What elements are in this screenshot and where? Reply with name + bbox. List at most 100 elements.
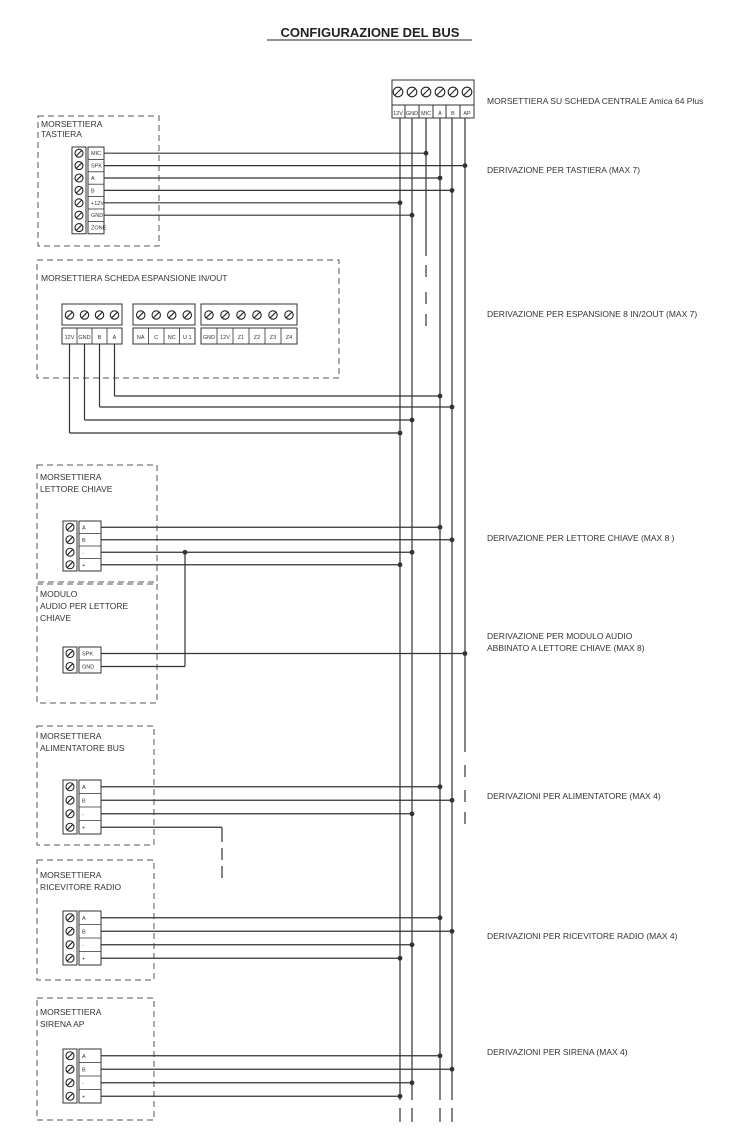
audio-title-1: MODULO	[40, 589, 78, 599]
espansione-g3-terminal-label-1: 12V	[220, 335, 230, 341]
sirena-screw-0-slot	[66, 1052, 74, 1059]
tastiera-screw-0-slot	[75, 150, 83, 157]
deriv-alimentatore: DERIVAZIONI PER ALIMENTATORE (MAX 4)	[487, 791, 661, 801]
main-screw-0-slot	[394, 88, 402, 96]
alimentatore-title-2: ALIMENTATORE BUS	[40, 743, 125, 753]
alimentatore-screw-strip	[62, 779, 78, 835]
main-terminal-label-0: 12V	[393, 111, 403, 117]
main-terminal-label-1: GND	[406, 111, 418, 117]
lettore-terminal-label-1: B	[82, 538, 86, 544]
main-terminal-label-4: B	[451, 111, 455, 117]
radio-junction-1	[449, 928, 455, 934]
audio-terminal-label-0: SPK	[82, 652, 93, 658]
tastiera-junction-0	[423, 150, 429, 156]
main-terminal-label-2: MIC	[421, 111, 431, 117]
espansione-g2-terminal-label-0: NA	[137, 335, 145, 341]
terminal-block-sirena: AB-+	[62, 1048, 102, 1104]
espansione-g1-terminal-label-0: 12V	[65, 335, 75, 341]
espansione-g3-terminal-label-0: GND	[203, 335, 215, 341]
alimentatore-junction-0	[437, 784, 443, 790]
sirena-title-1: MORSETTIERA	[40, 1007, 102, 1017]
espansione-g2-terminal-label-2: NC	[168, 335, 176, 341]
sirena-screw-strip	[62, 1048, 78, 1104]
lettore-junction-2	[409, 549, 415, 555]
radio-title-1: MORSETTIERA	[40, 870, 102, 880]
espansione-g3-screw-0-slot	[205, 311, 213, 319]
tastiera-terminal-label-0: MIC	[91, 151, 101, 157]
espansione-g1-screw-3-slot	[111, 311, 118, 319]
espansione-g1-terminal-label-1: GND	[78, 335, 90, 341]
sirena-terminal-label-3: +	[82, 1094, 85, 1100]
terminal-block-alimentatore: AB-+	[62, 779, 102, 835]
espansione-g1-screw-strip	[61, 303, 123, 326]
lettore-screw-1-slot	[66, 536, 74, 543]
espansione-g1-screw-1-slot	[81, 311, 88, 319]
sirena-junction-1	[449, 1066, 455, 1072]
sirena-terminal-label-2: -	[82, 1081, 84, 1087]
outline-audio	[36, 583, 158, 704]
tastiera-terminal-label-3: B	[91, 188, 95, 194]
alimentatore-title-1: MORSETTIERA	[40, 731, 102, 741]
espansione-junction-2	[409, 417, 415, 423]
outline-espansione	[36, 259, 340, 379]
outline-radio	[36, 859, 155, 981]
alimentatore-screw-3-slot	[66, 824, 74, 831]
tastiera-screw-4-slot	[75, 199, 83, 206]
radio-terminal-label-0: A	[82, 916, 86, 922]
alimentatore-terminal-label-1: B	[82, 798, 86, 804]
radio-screw-3-slot	[66, 955, 74, 962]
espansione-g2-terminal-label-3: U 1	[183, 335, 192, 341]
deriv-tastiera: DERIVAZIONE PER TASTIERA (MAX 7)	[487, 165, 640, 175]
espansione-junction-0	[437, 393, 443, 399]
main-terminal-label-5: AP	[463, 111, 471, 117]
alimentatore-screw-2-slot	[66, 810, 74, 817]
lettore-terminal-label-0: A	[82, 525, 86, 531]
lettore-screw-0-slot	[66, 524, 74, 531]
main-screw-3-slot	[436, 88, 444, 96]
tastiera-screw-2-slot	[75, 174, 83, 182]
tastiera-terminal-label-4: +12V	[91, 201, 104, 207]
lettore-screw-2-slot	[66, 549, 74, 556]
radio-title-2: RICEVITORE RADIO	[40, 882, 121, 892]
lettore-terminal-label-3: +	[82, 563, 85, 569]
audio-terminal-label-1: GND	[82, 665, 94, 671]
alimentatore-junction-2	[409, 811, 415, 817]
espansione-g3-terminal-label-5: Z4	[286, 335, 292, 341]
tastiera-terminal-label-5: GND	[91, 213, 103, 219]
sirena-screw-3-slot	[66, 1093, 74, 1100]
terminal-block-lettore: A B - +	[62, 520, 102, 572]
alimentatore-screw-0-slot	[66, 783, 74, 790]
module-terminal-blocks: MICSPKAB+12VGNDZONEAB-+SPKGNDAB-+AB-+AB-…	[61, 146, 298, 1104]
main-screw-5-slot	[463, 88, 471, 96]
audio-title-2: AUDIO PER LETTORE	[40, 601, 128, 611]
espansione-g2-screw-1-slot	[152, 311, 160, 319]
module-outlines	[36, 115, 340, 1121]
main-terminal-label-3: A	[438, 111, 442, 117]
espansione-junction-1	[449, 404, 455, 410]
alimentatore-terminal-label-0: A	[82, 785, 86, 791]
espansione-g3-screw-1-slot	[221, 311, 229, 319]
espansione-g3-terminal-label-3: Z2	[254, 335, 260, 341]
lettore-terminal-label-2: -	[82, 550, 84, 556]
deriv-lettore: DERIVAZIONE PER LETTORE CHIAVE (MAX 8 )	[487, 533, 675, 543]
lettore-junction-0	[437, 524, 443, 530]
tastiera-terminal-label-1: SPK	[91, 164, 102, 170]
terminal-block-audio: SPK GND	[62, 646, 102, 674]
radio-junction-2	[409, 942, 415, 948]
lettore-screw-3-slot	[66, 561, 74, 568]
sirena-junction-0	[437, 1053, 443, 1059]
tastiera-junction-1	[462, 163, 468, 169]
main-screw-1-slot	[408, 88, 416, 96]
lettore-junction-3	[397, 562, 403, 568]
bus-wires	[68, 118, 466, 1100]
alimentatore-screw-1-slot	[66, 797, 74, 804]
sirena-junction-2	[409, 1080, 415, 1086]
tastiera-title-2: TASTIERA	[41, 129, 82, 139]
tastiera-junction-2	[437, 175, 443, 181]
espansione-g2-terminal-label-1: C	[154, 335, 158, 341]
terminal-block-radio: AB-+	[62, 910, 102, 966]
main-block-label: MORSETTIERA SU SCHEDA CENTRALE Amica 64 …	[487, 96, 703, 106]
